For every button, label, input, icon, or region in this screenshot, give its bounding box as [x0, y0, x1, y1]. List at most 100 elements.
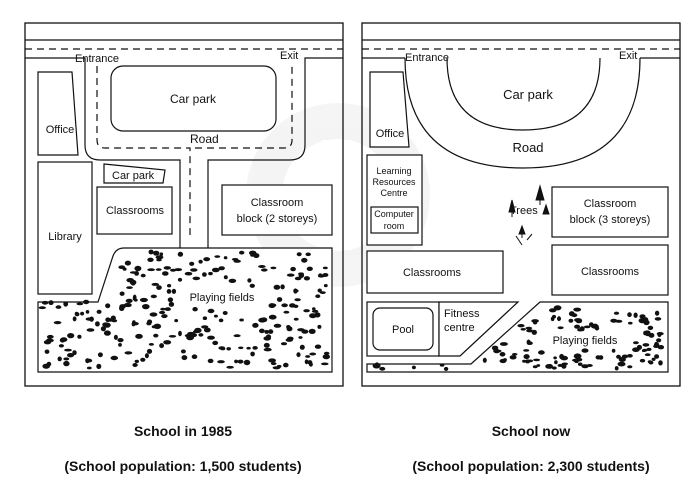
left-map-population: (School population: 1,500 students) [64, 458, 302, 474]
right-map-population: (School population: 2,300 students) [412, 458, 650, 474]
grass-dot [162, 271, 169, 276]
grass-dot [208, 271, 213, 276]
grass-dot [314, 344, 322, 349]
library-building [37, 161, 93, 295]
curved-road-inner [446, 57, 601, 131]
grass-dot [72, 350, 77, 356]
classroom-block-label-1: Classroom [584, 198, 637, 210]
grass-dot [583, 325, 591, 329]
grass-dot [321, 362, 329, 366]
grass-dot [545, 364, 553, 369]
grass-dot [243, 359, 251, 366]
grass-dot [522, 359, 527, 363]
grass-dot [617, 361, 626, 367]
grass-dot [96, 309, 102, 314]
grass-dot [46, 334, 54, 339]
grass-dot [586, 364, 593, 367]
grass-dot [153, 333, 159, 338]
grass-dot [532, 320, 538, 325]
grass-dot [520, 328, 526, 331]
grass-dot [525, 326, 533, 330]
grass-dot [264, 329, 270, 334]
grass-dot [192, 307, 198, 312]
grass-dot [259, 328, 265, 334]
grass-dot [301, 329, 309, 334]
grass-dot [654, 310, 660, 316]
grass-dot [281, 303, 288, 308]
grass-dot [298, 272, 304, 276]
grass-dot [42, 363, 50, 369]
grass-dot [272, 366, 281, 370]
grass-dot [651, 357, 656, 361]
grass-dot [632, 347, 640, 353]
grass-dot [260, 317, 268, 323]
grass-dot [258, 265, 266, 268]
grass-dot [147, 257, 154, 262]
grass-dot [642, 343, 650, 347]
grass-dot [74, 312, 80, 317]
grass-dot [190, 268, 198, 272]
grass-dot [658, 360, 663, 366]
grass-dot [126, 303, 132, 307]
classrooms-right-label: Classrooms [581, 266, 640, 278]
grass-dot [581, 348, 589, 353]
grass-dot [163, 340, 172, 345]
car-park-main-label: Car park [170, 92, 217, 106]
grass-dot [191, 332, 196, 336]
grass-dot [44, 349, 50, 354]
grass-dot [118, 343, 122, 347]
grass-dot [76, 302, 84, 306]
grass-dot [146, 348, 153, 354]
grass-dot [538, 350, 545, 355]
grass-dot [303, 276, 310, 281]
grass-dot [598, 355, 604, 360]
grass-dot [126, 286, 133, 289]
grass-dot [654, 342, 660, 347]
grass-dot [308, 362, 313, 367]
grass-dot [105, 303, 111, 309]
playing-fields-label: Playing fields [190, 292, 255, 304]
car-park-label: Car park [503, 87, 553, 102]
grass-dot [557, 326, 564, 330]
grass-dot [621, 354, 629, 359]
grass-dot [526, 329, 533, 333]
grass-dot [531, 329, 537, 335]
grass-dot [103, 322, 111, 328]
grass-dot [213, 314, 218, 318]
grass-dot [298, 336, 303, 339]
grass-dot [86, 328, 95, 332]
grass-dot [249, 283, 255, 288]
grass-dot [159, 252, 164, 256]
grass-dot [523, 349, 530, 352]
grass-dot [228, 278, 237, 283]
grass-dot [132, 294, 137, 300]
road-label: Road [512, 140, 543, 155]
grass-dot [315, 294, 321, 299]
grass-dot [58, 344, 64, 348]
curved-road-outer [404, 57, 641, 169]
grass-dot [246, 346, 251, 350]
grass-dot [218, 346, 226, 350]
classroom-block-label-2: block (2 storeys) [237, 213, 318, 225]
grass-dot [509, 355, 517, 360]
grass-dot [167, 284, 172, 288]
grass-dot [202, 272, 207, 277]
grass-dot [552, 314, 556, 319]
grass-dot [323, 351, 330, 355]
grass-dot [247, 278, 252, 283]
grass-dot [559, 353, 564, 360]
grass-dot [309, 352, 317, 356]
grass-dot [319, 291, 326, 294]
car-park-small [103, 163, 166, 184]
grass-dot [129, 271, 138, 274]
grass-dot [156, 258, 162, 262]
grass-dot [233, 259, 241, 263]
playing-fields-area [366, 301, 669, 373]
grass-dot [439, 363, 445, 367]
grass-dot [493, 349, 501, 354]
grass-dot [186, 335, 195, 341]
grass-dot [59, 337, 66, 343]
grass-dot [644, 330, 651, 335]
site-boundary [24, 22, 344, 387]
